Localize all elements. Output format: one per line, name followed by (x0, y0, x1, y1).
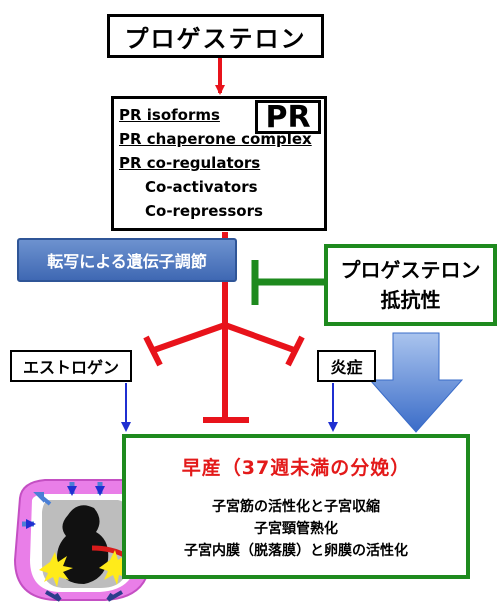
big-down-arrow (368, 332, 464, 433)
pr-label: PR (255, 100, 321, 135)
pr-coregulators-text: PR co-regulators (119, 154, 261, 172)
corepressors-text: Co-repressors (145, 202, 263, 220)
pr-isoforms-text: PR isoforms (119, 106, 220, 124)
preterm-birth-box: 早産（37週未満の分娩） 子宮筋の活性化と子宮収縮 子宮頸管熟化 子宮内膜（脱落… (122, 434, 470, 579)
estrogen-box: エストロゲン (10, 350, 132, 382)
progesterone-label: プロゲステロン (124, 24, 307, 53)
progesterone-resistance-box: プロゲステロン 抵抗性 (324, 244, 497, 326)
progesterone-box: プロゲステロン (107, 14, 324, 58)
inhibition-branch-estrogen (153, 322, 226, 353)
resistance-label-line2: 抵抗性 (380, 288, 441, 312)
transcription-regulation-box: 転写による遺伝子調節 (17, 238, 237, 282)
effect-myometrium: 子宮筋の活性化と子宮収縮 (212, 499, 380, 515)
preterm-birth-title: 早産（37週未満の分娩） (181, 457, 411, 479)
inflammation-box: 炎症 (317, 350, 376, 382)
inhibition-branch-inflammation (223, 322, 296, 353)
uterus-fetus-illustration (13, 479, 153, 602)
coactivators-text: Co-activators (145, 178, 258, 196)
effect-cervix: 子宮頸管熟化 (254, 521, 338, 537)
pr-chaperone-text: PR chaperone complex (119, 130, 312, 148)
effect-decidua-membranes: 子宮内膜（脱落膜）と卵膜の活性化 (184, 543, 408, 559)
preterm-effects-list: 子宮筋の活性化と子宮収縮 子宮頸管熟化 子宮内膜（脱落膜）と卵膜の活性化 (126, 496, 466, 562)
inhibition-bar-estrogen (143, 335, 163, 367)
inhibition-bar-inflammation (285, 335, 305, 367)
resistance-label-line1: プロゲステロン (340, 258, 481, 282)
